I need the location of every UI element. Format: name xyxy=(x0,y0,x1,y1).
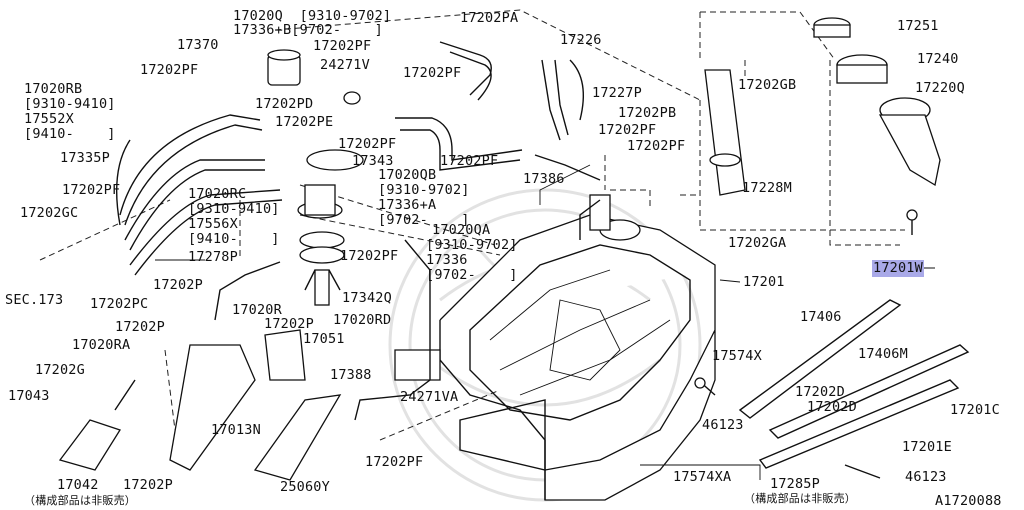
label-17406M: 17406M xyxy=(858,346,908,362)
label-17336B: 17336+B[9702- ] xyxy=(233,22,383,38)
label-17228M: 17228M xyxy=(742,180,792,196)
label-17202G: 17202G xyxy=(35,362,85,378)
label-17020QB: 17020QB [9310-9702] 17336+A [9702- ] xyxy=(378,167,470,228)
label-17202PF-3: 17202PF xyxy=(403,65,462,81)
lower-left-parts xyxy=(58,239,441,481)
label-17202GC: 17202GC xyxy=(20,205,79,221)
label-17020QA: 17020QA xyxy=(432,222,491,238)
label-17020RA: 17020RA xyxy=(72,337,131,353)
label-17370: 17370 xyxy=(177,37,219,53)
label-17335P: 17335P xyxy=(60,150,110,166)
label-17201E: 17201E xyxy=(902,439,952,455)
label-sec-173[interactable]: SEC.173 xyxy=(5,292,64,308)
label-24271VA: 24271VA xyxy=(400,389,459,405)
label-17342Q: 17342Q xyxy=(342,290,392,306)
label-17020RD: 17020RD xyxy=(333,312,392,328)
label-17202P-1: 17202P xyxy=(153,277,203,293)
label-17202PF-7: 17202PF xyxy=(62,182,121,198)
label-17202PF-1: 17202PF xyxy=(313,38,372,54)
label-17278P: 17278P xyxy=(188,249,238,265)
label-17202PF-8: 17202PF xyxy=(627,138,686,154)
label-17020RB: 17020RB [9310-9410] 17552X [9410- ] xyxy=(24,81,116,142)
label-17202GA: 17202GA xyxy=(728,235,787,251)
label-17574XA: 17574XA xyxy=(673,469,732,485)
label-17386: 17386 xyxy=(523,171,565,187)
label-17202P-4: 17202P xyxy=(123,477,173,493)
label-17227P: 17227P xyxy=(592,85,642,101)
hoses-middle xyxy=(343,41,601,181)
label-17202PF-2: 17202PF xyxy=(140,62,199,78)
label-17202D-2: 17202D xyxy=(807,399,857,415)
label-17042: 17042 xyxy=(57,477,99,493)
label-17220Q: 17220Q xyxy=(915,80,965,96)
label-17202PE: 17202PE xyxy=(275,114,334,130)
label-17020R: 17020R xyxy=(232,302,282,318)
fuel-pump-assembly xyxy=(297,149,364,306)
label-17240: 17240 xyxy=(917,51,959,67)
tank-straps xyxy=(694,299,970,479)
leader-lines xyxy=(155,164,935,480)
label-17202PB: 17202PB xyxy=(618,105,677,121)
label-17202D-1: 17202D xyxy=(795,384,845,400)
label-17201: 17201 xyxy=(743,274,785,290)
label-17202P-2: 17202P xyxy=(264,316,314,332)
label-17202PF-4: 17202PF xyxy=(598,122,657,138)
label-17202PF-6: 17202PF xyxy=(440,153,499,169)
label-17285P: 17285P xyxy=(770,476,820,492)
canister-17370 xyxy=(267,49,301,86)
label-17201C: 17201C xyxy=(950,402,1000,418)
label-17201W-highlighted[interactable]: 17201W xyxy=(872,260,924,277)
label-25060Y: 25060Y xyxy=(280,479,330,495)
label-17020RC: 17020RC [9310-9410] 17556X [9410- ] xyxy=(188,186,280,247)
label-17013N: 17013N xyxy=(211,422,261,438)
label-17202GB: 17202GB xyxy=(738,77,797,93)
label-46123-1: 46123 xyxy=(702,417,744,433)
label-17202PF-5: 17202PF xyxy=(338,136,397,152)
label-17202P-3: 17202P xyxy=(115,319,165,335)
label-17202PC: 17202PC xyxy=(90,296,149,312)
label-17202PD: 17202PD xyxy=(255,96,314,112)
label-17202PA: 17202PA xyxy=(460,10,519,26)
label-17336-range: [9310-9702] 17336 [9702- ] xyxy=(426,237,518,283)
label-17251: 17251 xyxy=(897,18,939,34)
label-17043: 17043 xyxy=(8,388,50,404)
hoses-left xyxy=(116,114,283,276)
label-17020Q: 17020Q [9310-9702] xyxy=(233,8,392,24)
note-not-sold-right: （構成部品は非販売） xyxy=(744,492,856,505)
label-17343: 17343 xyxy=(352,153,394,169)
dashed-callout-lines xyxy=(39,9,905,441)
label-17574X: 17574X xyxy=(712,348,762,364)
note-not-sold-left: （構成部品は非販売） xyxy=(24,494,136,507)
label-17202PF-10: 17202PF xyxy=(365,454,424,470)
label-17388: 17388 xyxy=(330,367,372,383)
filler-neck xyxy=(704,17,941,235)
label-24271V: 24271V xyxy=(320,57,370,73)
diagram-code: A1720088 xyxy=(935,493,1002,509)
label-46123-2: 46123 xyxy=(905,469,947,485)
label-17406: 17406 xyxy=(800,309,842,325)
label-17051: 17051 xyxy=(303,331,345,347)
label-17202PF-9: 17202PF xyxy=(340,248,399,264)
label-17226: 17226 xyxy=(560,32,602,48)
